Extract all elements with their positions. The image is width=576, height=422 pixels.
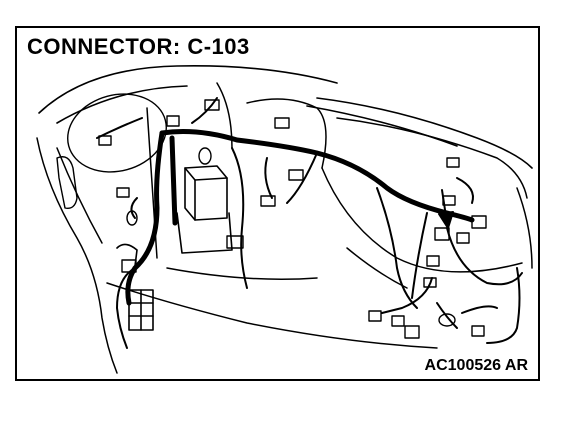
dashboard-wiring-illustration xyxy=(36,65,533,374)
dashboard-body xyxy=(36,82,533,374)
secondary-wires xyxy=(96,97,523,349)
reference-code: AC100526 AR xyxy=(424,357,528,374)
small-connectors xyxy=(98,99,487,339)
windshield-outline xyxy=(38,65,533,169)
diagram-frame: CONNECTOR: C-103 xyxy=(15,26,540,381)
left-vent xyxy=(56,93,167,209)
c103-connector-arrow xyxy=(438,189,454,229)
wire-clamps xyxy=(126,147,456,327)
connector-title: CONNECTOR: C-103 xyxy=(27,34,250,59)
junction-block xyxy=(176,165,233,254)
lower-left-connector-block xyxy=(116,243,154,331)
main-wiring-harness xyxy=(125,129,475,306)
